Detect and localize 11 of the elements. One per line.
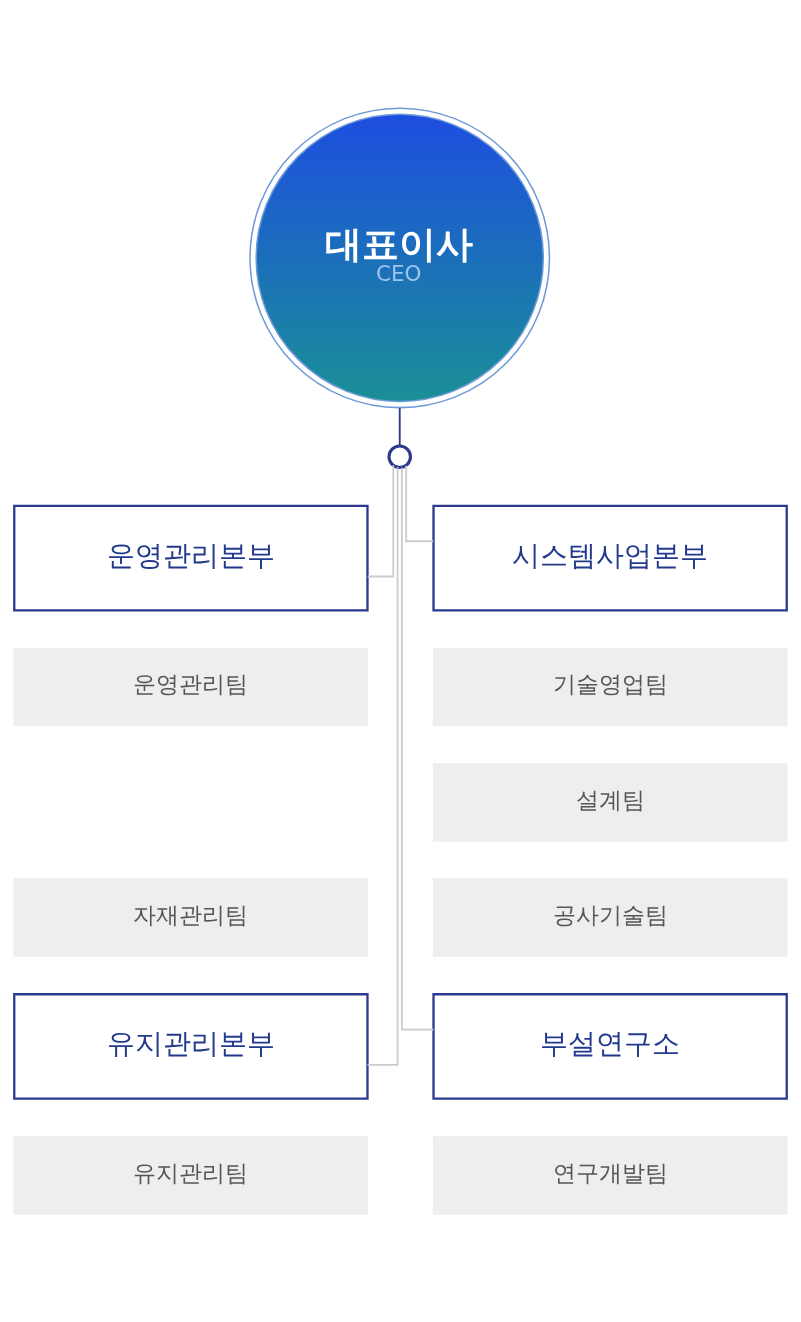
node-box: 운영관리본부 — [13, 504, 369, 612]
connector — [405, 464, 435, 543]
connector — [366, 466, 399, 1066]
connector — [366, 464, 395, 578]
connector — [398, 407, 401, 447]
node-box: 유지관리본부 — [13, 993, 369, 1100]
node-box: 시스템사업본부 — [432, 504, 788, 612]
node-circle: 대표이사 CEO — [249, 107, 551, 409]
node-box: 부설연구소 — [432, 993, 788, 1100]
connector — [400, 466, 435, 1031]
node-circle — [387, 444, 412, 470]
